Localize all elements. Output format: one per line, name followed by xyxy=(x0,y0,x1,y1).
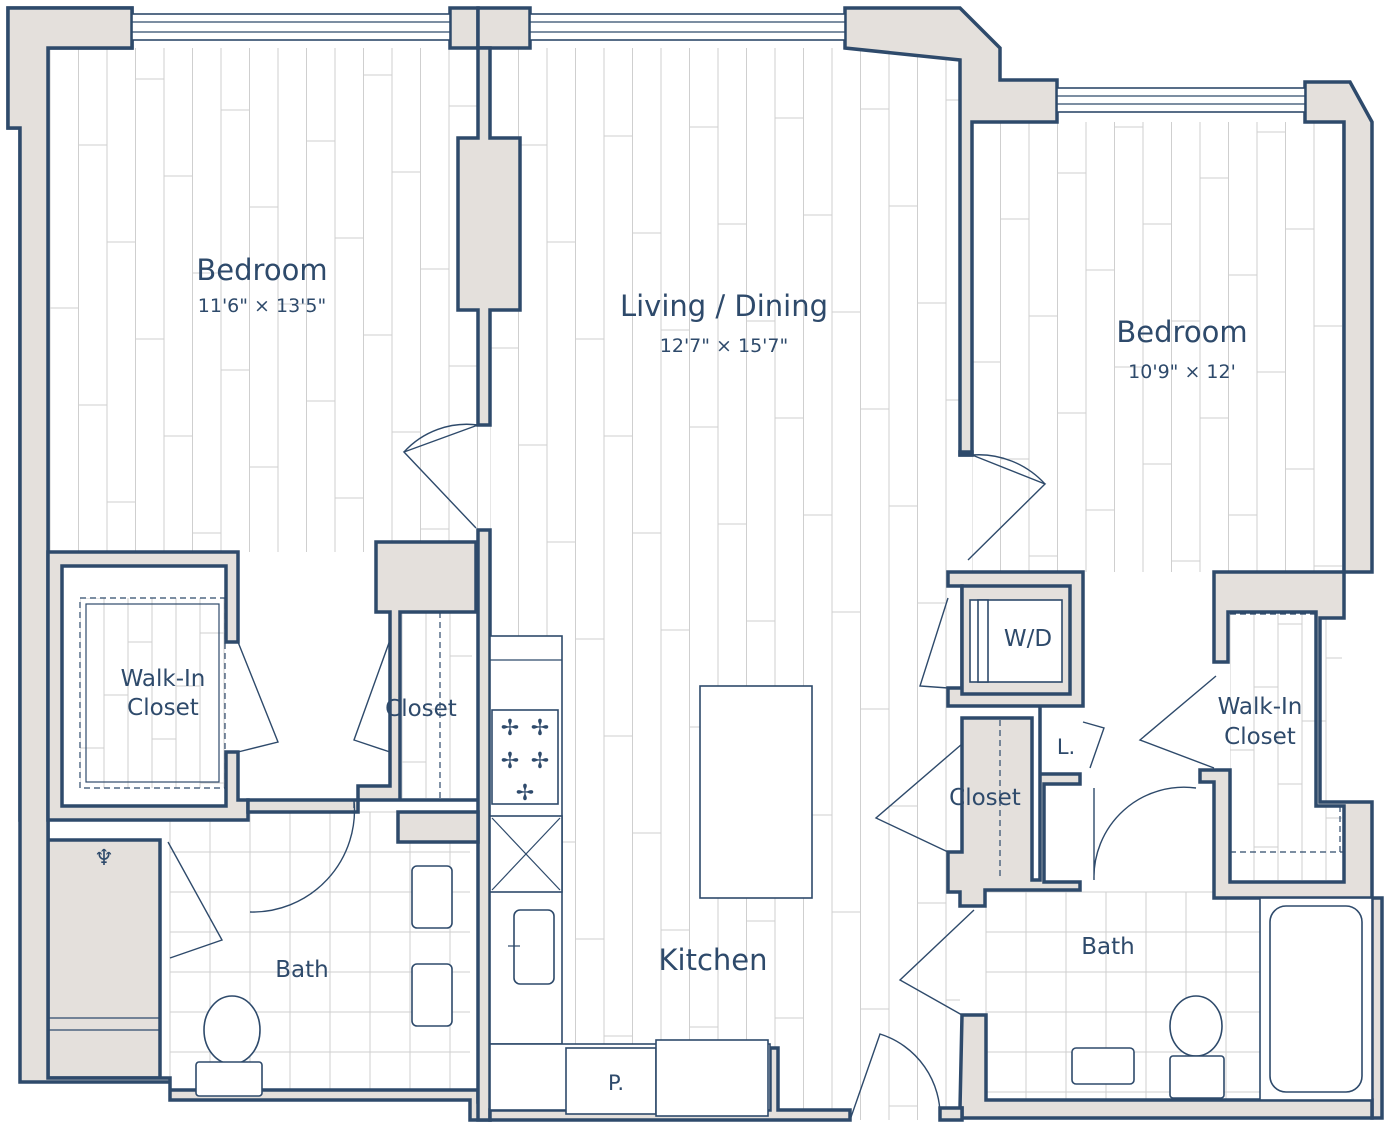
bath-left-name: Bath xyxy=(275,957,328,983)
walls xyxy=(6,6,1384,1122)
kitchen-island xyxy=(699,685,813,899)
kitchen-sink xyxy=(513,909,555,985)
linen-name: L. xyxy=(1057,735,1075,759)
closet-left-floor xyxy=(402,612,472,798)
closet-right-name: Closet xyxy=(949,785,1021,811)
walkin-right-floor xyxy=(1230,590,1342,880)
windows xyxy=(131,13,1306,113)
walkin-right-line1: Walk-In xyxy=(1218,694,1303,720)
closet-left-name: Closet xyxy=(385,696,457,722)
walkin-right-line2: Closet xyxy=(1224,724,1296,750)
bath-left-fixtures: ♆ xyxy=(48,846,453,1097)
walkin-left-line2: Closet xyxy=(127,695,199,721)
stove xyxy=(491,709,559,805)
svg-text:✢: ✢ xyxy=(501,749,519,774)
room-labels: Bedroom 11'6" × 13'5" Living / Dining 12… xyxy=(121,253,1303,1095)
svg-text:✢: ✢ xyxy=(531,716,549,741)
walkin-left-line1: Walk-In xyxy=(121,666,206,692)
doors xyxy=(167,423,1217,1121)
bedroom-right-dims: 10'9" × 12' xyxy=(1128,361,1236,383)
kitchen-name: Kitchen xyxy=(659,943,768,977)
walkin-left-shelf xyxy=(79,597,226,789)
svg-text:♆: ♆ xyxy=(94,846,114,871)
bedroom-right-name: Bedroom xyxy=(1116,315,1247,349)
walkin-left-floor xyxy=(80,598,225,788)
svg-text:✢: ✢ xyxy=(501,716,519,741)
svg-text:✢: ✢ xyxy=(516,781,534,806)
bedroom-left-dims: 11'6" × 13'5" xyxy=(198,295,326,317)
bedroom-right-floor xyxy=(972,122,1344,572)
svg-text:✢: ✢ xyxy=(531,749,549,774)
fridge xyxy=(655,1039,769,1117)
bath-right-name: Bath xyxy=(1081,934,1134,960)
bedroom-left-name: Bedroom xyxy=(196,253,327,287)
bath-right-fixtures xyxy=(1071,897,1373,1101)
living-name: Living / Dining xyxy=(620,289,828,323)
living-dims: 12'7" × 15'7" xyxy=(660,335,788,357)
kitchen-fixtures: ✢ ✢ ✢ ✢ ✢ xyxy=(489,635,813,1117)
wd-name: W/D xyxy=(1004,626,1052,652)
bedroom-left-floor xyxy=(50,48,478,552)
pantry-name: P. xyxy=(608,1071,624,1095)
